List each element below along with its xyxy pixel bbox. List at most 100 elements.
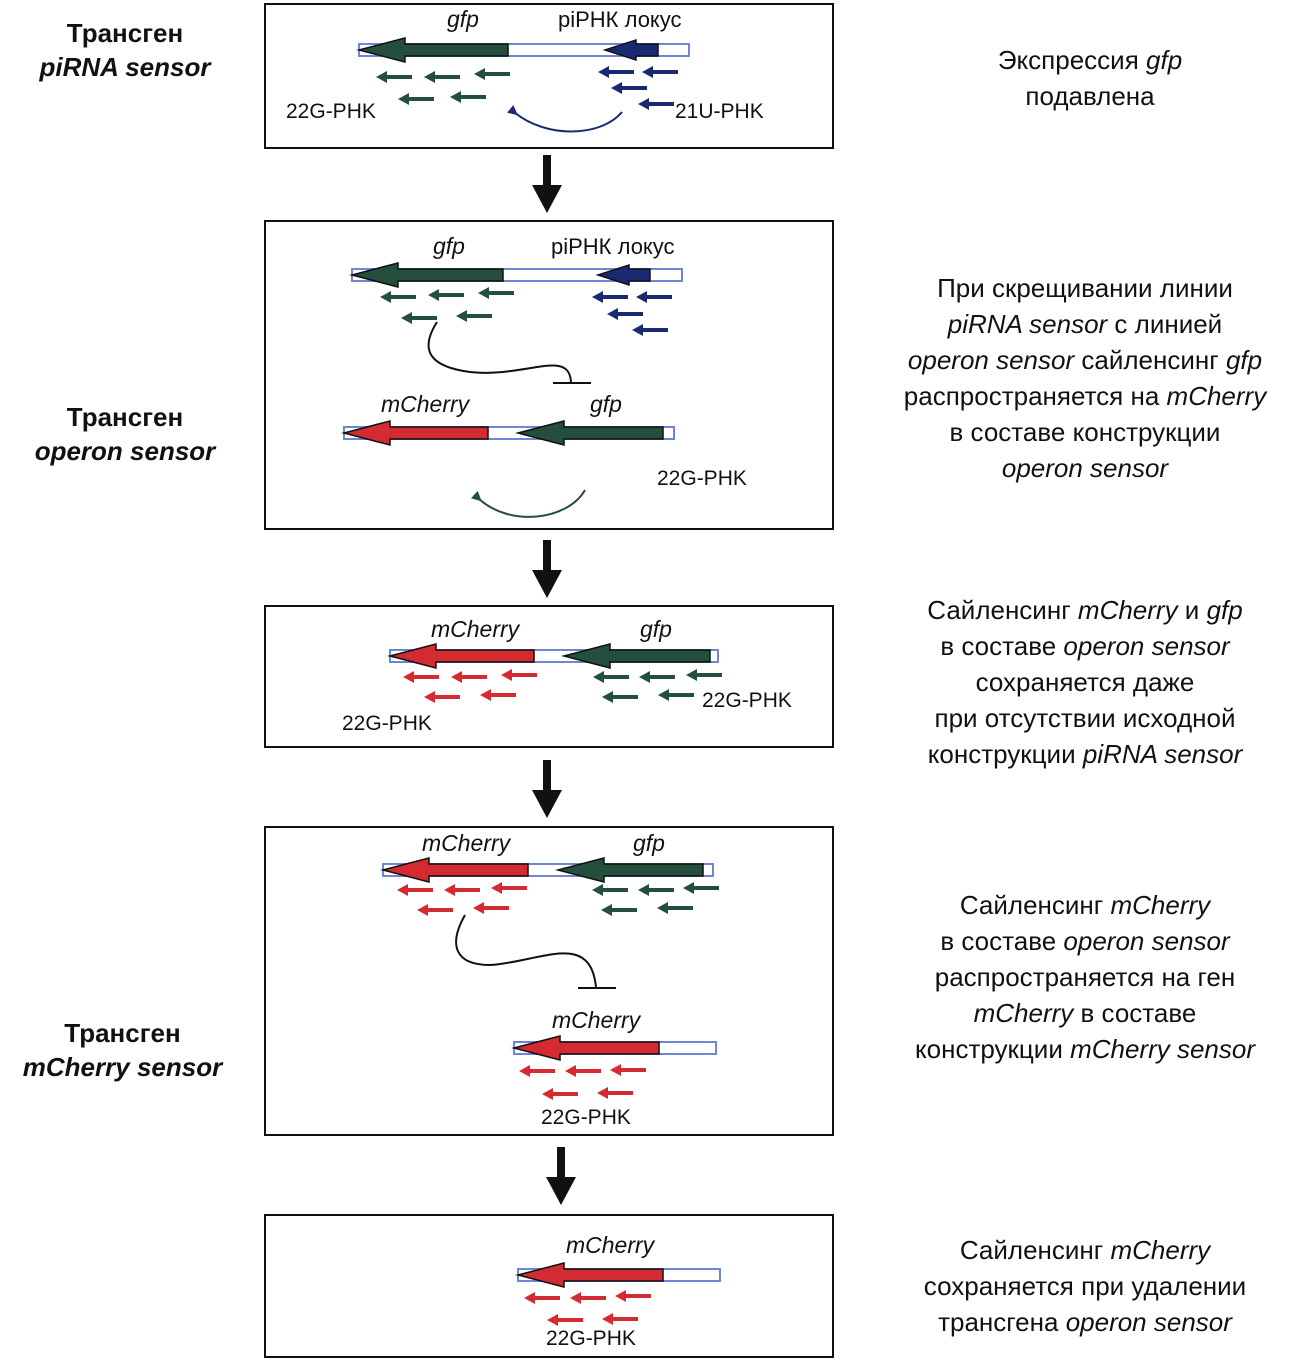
mcherry-gene-arrow <box>341 420 489 446</box>
21u-small-rna-arrow <box>632 324 668 336</box>
gfp-label: gfp <box>447 6 479 32</box>
description-line: в составе operon sensor <box>870 923 1300 959</box>
mcherry-label: mCherry <box>566 1232 656 1258</box>
description-line: распространяется на mCherry <box>870 378 1300 414</box>
description-term: gfp <box>1225 345 1263 375</box>
gfp-gene-arrow <box>561 643 711 669</box>
22g-small-rna-arrow <box>480 689 516 701</box>
rna-22g-label: 22G-PHK <box>546 1327 636 1350</box>
flow-arrow-down-3 <box>532 760 562 818</box>
description-line: operon sensor сайленсинг gfp <box>870 342 1300 378</box>
description-line: сохраняется при удалении <box>870 1268 1300 1304</box>
description-line: распространяется на ген <box>870 959 1300 995</box>
panel-box-2 <box>264 220 834 530</box>
21u-small-rna-arrow <box>607 308 643 320</box>
description-text: Сайленсинг <box>927 595 1078 625</box>
description-text: конструкции <box>914 1034 1071 1064</box>
description-term: operon sensor <box>907 345 1075 375</box>
panel-box-3 <box>264 605 834 748</box>
description-term: mCherry <box>1110 1235 1211 1265</box>
22g-small-rna-arrow <box>380 291 416 303</box>
22g-small-rna-arrow <box>428 289 464 301</box>
22g-small-rna-arrow <box>519 1065 555 1077</box>
22g-small-rna-arrow <box>403 671 439 683</box>
gfp-gene-arrow <box>515 420 664 446</box>
description-line: в составе operon sensor <box>870 628 1300 664</box>
pirna-locus-label: piРНК локус <box>551 234 675 259</box>
transgene-name: piRNA sensor <box>39 52 211 82</box>
22g-small-rna-arrow <box>424 691 460 703</box>
22g-small-rna-arrow <box>602 1313 638 1325</box>
flow-arrow-down-2 <box>532 540 562 598</box>
description-term: mCherry <box>1077 595 1178 625</box>
silencing-inhibition-line <box>427 321 572 383</box>
gfp-gene-arrow <box>356 37 509 63</box>
small-rna-group <box>376 66 678 110</box>
description-text: подавлена <box>1025 81 1155 111</box>
silencing-path-arrow <box>470 489 586 518</box>
mcherry-gene-arrow <box>380 857 529 883</box>
transgene-name: mCherry sensor <box>22 1052 223 1082</box>
gfp-label: gfp <box>590 391 622 417</box>
description-text: трансгена <box>938 1307 1066 1337</box>
22g-small-rna-arrow <box>473 902 509 914</box>
gfp-gene-arrow <box>349 262 504 288</box>
rna-22g-label: 22G-PHK <box>702 689 792 712</box>
22g-small-rna-arrow <box>615 1290 651 1302</box>
description-term: operon sensor <box>1063 631 1230 661</box>
description-term: gfp <box>1206 595 1243 625</box>
rna-22g-label: 22G-PHK <box>286 100 376 123</box>
mcherry-gene-arrow <box>387 643 535 669</box>
22g-small-rna-arrow <box>639 671 675 683</box>
transgene-word: Трансген <box>64 1018 181 1048</box>
description-text: сохраняется даже <box>975 667 1195 697</box>
description-line: piRNA sensor с линией <box>870 306 1300 342</box>
22g-small-rna-arrow <box>397 884 433 896</box>
mcherry-label: mCherry <box>431 616 521 642</box>
description-term: mCherry <box>1166 381 1267 411</box>
silencing-inhibition-line <box>455 914 597 988</box>
gfp-gene-arrow <box>555 857 704 883</box>
rna-22g-label: 22G-PHK <box>342 712 432 735</box>
22g-small-rna-arrow <box>451 671 487 683</box>
22g-small-rna-arrow <box>542 1088 578 1100</box>
22g-small-rna-arrow <box>547 1314 583 1326</box>
rna-21u-label: 21U-PHK <box>675 100 764 123</box>
description-text: в составе <box>1073 998 1197 1028</box>
description-line: конструкции piRNA sensor <box>870 736 1300 772</box>
description-text: Экспрессия <box>997 45 1147 75</box>
22g-small-rna-arrow <box>597 1087 633 1099</box>
21u-small-rna-arrow <box>642 66 678 78</box>
description-term: mCherry <box>1110 890 1211 920</box>
description-line: подавлена <box>880 78 1300 114</box>
pirna-locus-label: piРНК локус <box>558 7 682 32</box>
transgene-name: operon sensor <box>34 436 216 466</box>
silencing-path-arrow <box>506 104 623 133</box>
22g-small-rna-arrow <box>602 691 638 703</box>
description-line: operon sensor <box>870 450 1300 486</box>
description-term: piRNA sensor <box>1082 739 1243 769</box>
description-text: при отсутствии исходной <box>934 703 1236 733</box>
description-line: в составе конструкции <box>870 414 1300 450</box>
flow-arrow-down-4 <box>546 1147 576 1205</box>
22g-small-rna-arrow <box>501 669 537 681</box>
description-text: При скрещивании линии <box>937 273 1233 303</box>
transgene-label-mcherry-sensor: Трансген mCherry sensor <box>0 1016 245 1084</box>
transgene-label-pirna-sensor: Трансген piRNA sensor <box>10 16 240 84</box>
flow-arrow-down-1 <box>532 155 562 213</box>
pirna-locus-arrow <box>602 38 659 62</box>
description-text: сохраняется при удалении <box>923 1271 1247 1301</box>
description-term: piRNA sensor <box>947 309 1108 339</box>
description-text: распространяется на ген <box>934 962 1236 992</box>
description-line: трансгена operon sensor <box>870 1304 1300 1340</box>
small-rna-group <box>403 669 722 703</box>
small-rna-group <box>397 882 719 1100</box>
description-text: с линией <box>1107 309 1223 339</box>
21u-small-rna-arrow <box>598 66 634 78</box>
22g-small-rna-arrow <box>638 884 674 896</box>
description-text: в составе <box>940 631 1064 661</box>
22g-small-rna-arrow <box>565 1065 601 1077</box>
